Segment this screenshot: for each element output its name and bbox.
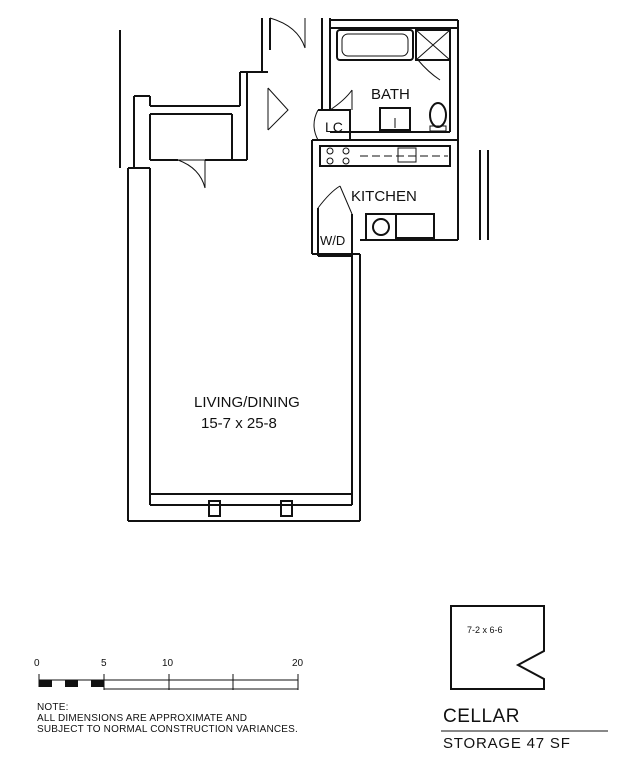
scale-bar: 0 5 10 20 — [34, 658, 304, 690]
scale-tick-5: 5 — [101, 658, 107, 669]
kitchen-lower-cabinet — [365, 213, 397, 241]
closet-left — [133, 95, 240, 168]
burner-1 — [326, 147, 334, 155]
note-heading: NOTE: — [37, 702, 69, 713]
room-label-lc: LC — [325, 119, 343, 135]
dishwasher — [395, 213, 435, 239]
entry-wall-left — [261, 18, 271, 50]
cellar-storage: 7-2 x 6-6 — [441, 605, 608, 732]
wd-door — [317, 185, 353, 215]
entry-door — [269, 17, 306, 49]
scale-segment-3 — [91, 680, 104, 687]
entry-wall-right — [321, 18, 331, 110]
closet-bifold — [267, 87, 289, 131]
kitchen-walls — [311, 139, 459, 268]
kitchen-sink — [397, 147, 417, 163]
window-post-right — [280, 500, 293, 517]
room-dims-living: 15-7 x 25-8 — [201, 415, 277, 432]
shower-cross — [415, 29, 451, 61]
cellar-walls — [450, 605, 545, 690]
bath-vanity — [379, 107, 411, 131]
cellar-dims: 7-2 x 6-6 — [467, 625, 503, 635]
living-left-wall — [127, 168, 151, 521]
construction-note: NOTE: ALL DIMENSIONS ARE APPROXIMATE AND… — [37, 702, 298, 735]
scale-tick-10: 10 — [162, 658, 174, 669]
window-post-left — [208, 500, 221, 517]
scale-ticks — [38, 674, 299, 690]
toilet — [429, 102, 447, 128]
wd-walls — [317, 208, 353, 257]
scale-segment-1 — [39, 680, 52, 687]
cellar-storage-area: STORAGE 47 SF — [443, 735, 571, 752]
building-right-edge — [479, 150, 489, 240]
kitchen-round — [372, 218, 390, 236]
living-right-wall — [351, 268, 361, 521]
apartment-walls — [119, 17, 489, 522]
room-label-living: LIVING/DINING — [194, 394, 300, 411]
closet-right — [239, 50, 268, 160]
shower — [415, 29, 451, 61]
room-label-wd: W/D — [320, 233, 345, 248]
burner-2 — [342, 147, 350, 155]
living-bottom-wall — [128, 493, 360, 522]
room-label-kitchen: KITCHEN — [351, 188, 417, 205]
living-top-wall — [128, 159, 247, 169]
lc-door — [313, 109, 319, 141]
bath-door — [329, 89, 353, 111]
kitchen-counter — [319, 145, 451, 167]
bathtub — [336, 29, 414, 61]
note-line-1: ALL DIMENSIONS ARE APPROXIMATE AND — [37, 713, 248, 724]
burner-3 — [326, 157, 334, 165]
shower-door — [417, 59, 441, 81]
closet-door — [177, 159, 206, 189]
room-label-bath: BATH — [371, 86, 410, 103]
burner-4 — [342, 157, 350, 165]
scale-segment-2 — [65, 680, 78, 687]
bath-walls — [330, 19, 459, 140]
toilet-tank — [429, 125, 447, 132]
scale-tick-0: 0 — [34, 658, 40, 669]
bathtub-inner — [341, 33, 409, 57]
scale-tick-20: 20 — [292, 658, 304, 669]
note-line-2: SUBJECT TO NORMAL CONSTRUCTION VARIANCES… — [37, 724, 299, 735]
cellar-title: CELLAR — [443, 706, 520, 727]
